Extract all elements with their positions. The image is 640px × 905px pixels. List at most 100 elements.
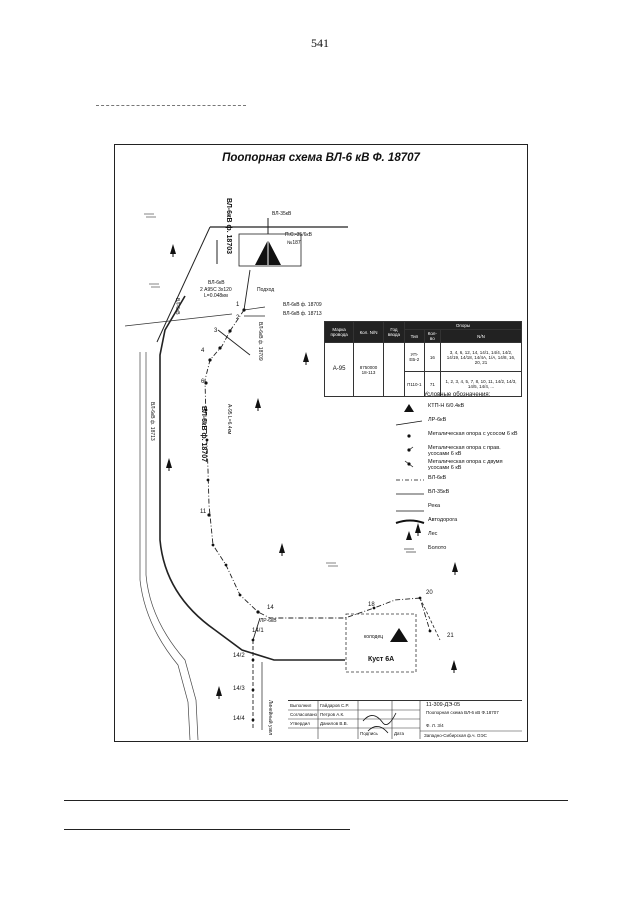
ps-label: П.С.-35/6кВ	[285, 232, 312, 238]
kolodets-label: колодец	[364, 634, 384, 640]
legend: Условные обозначения: КТП-Н 6/0.4кВ ЛР-6…	[392, 392, 522, 558]
a95-label: А-95 L=6.4км	[226, 404, 232, 435]
cell-qty: 16	[423, 342, 442, 372]
vl35-line-diag	[156, 226, 211, 343]
kust-ktp-triangle-icon	[390, 628, 408, 642]
legend-label: ВЛ-35кВ	[428, 489, 450, 495]
legend-item: ВЛ-6кВ	[392, 474, 522, 488]
kust-6a-area	[345, 613, 417, 673]
legend-title: Условные обозначения:	[423, 392, 491, 398]
page-number: 541	[311, 36, 329, 50]
length-label: 2 А95С 3х120	[200, 287, 232, 293]
swamp-marks	[144, 213, 338, 567]
vl4-label: ВЛ-6кВ	[208, 280, 225, 286]
legend-label: Река	[428, 503, 441, 509]
support-3: 3	[214, 328, 218, 334]
forest-icon	[406, 531, 412, 540]
vl35-line-icon	[396, 493, 424, 495]
legend-label: Металическая опора с усосом 6 кВ	[428, 431, 518, 437]
th-nn: N/N	[440, 329, 522, 343]
legend-label: Металическая опора с прав. усосами 6 кВ	[428, 445, 501, 457]
stamp-org: Западно-Сибирская ф.ч. ОЭС	[424, 733, 487, 738]
support-14-1: 14/1	[252, 628, 264, 634]
stamp-grid	[288, 701, 522, 739]
vl-tap-label: ВЛ-6кВ	[174, 298, 180, 315]
th-qty: Кол-во	[423, 329, 442, 343]
vl6-18709-right-label: ВЛ-6кВ ф. 18709	[257, 322, 263, 361]
stamp-name: Данилов В.В.	[320, 721, 348, 726]
vl6-18709-tap-label: ВЛ-6кВ ф. 18709	[283, 302, 322, 308]
support-4: 4	[201, 348, 205, 354]
support-14-2: 14/2	[233, 653, 245, 659]
vl6-18713-tap-label: ВЛ-6кВ ф. 18713	[283, 311, 322, 317]
legend-item: Болото	[392, 544, 522, 558]
vl6-tap-to-substation	[243, 269, 251, 311]
table-row: А-95 8750000 18-113 УП-ЕБ-2 16 3, 4, 6, …	[323, 342, 522, 397]
lp-label: ЛР-6кВ	[260, 618, 277, 624]
cell-count: 8750000 18-113	[353, 342, 384, 397]
metal-support-right-icon	[407, 446, 414, 452]
outer-boundary-line	[145, 352, 199, 741]
stamp-code: 11-309-ДЭ-05	[426, 702, 461, 708]
legend-item: Лес	[392, 530, 522, 544]
cell-qty: 71	[423, 371, 442, 397]
cell-year	[382, 342, 406, 397]
support-6: 6	[201, 379, 205, 385]
legend-item: Автодорога	[392, 516, 522, 530]
bottom-rule-1	[64, 800, 568, 801]
th-brand: Марка провода	[323, 321, 355, 343]
top-dash-mark	[96, 105, 246, 106]
vl6-18707-main-label: ВЛ-6кВ ф. 18707	[200, 406, 207, 462]
forest-icons	[166, 244, 458, 699]
legend-label: КТП-Н 6/0.4кВ	[428, 403, 465, 409]
table-row: П110-1 71 1, 2, 3, 4, 5, 7, 8, 10, 11, 1…	[325, 371, 522, 397]
support-1: 1	[236, 302, 240, 308]
spec-table: Марка провода Кол. N/N Год ввода Опоры Т…	[323, 321, 522, 397]
scheme-frame	[114, 144, 528, 742]
vl6-18703-label: ВЛ-6кВ ф. 18703	[225, 198, 232, 254]
support-14-4: 14/4	[233, 716, 245, 722]
legend-label: Металическая опора с двумя усосами 6 кВ	[428, 459, 503, 471]
legend-item: Река	[392, 502, 522, 516]
support-14-3: 14/3	[233, 686, 245, 692]
support-14: 14	[267, 605, 274, 611]
support-2: 2	[236, 315, 240, 321]
substation-box	[238, 233, 302, 267]
support-18: 18	[368, 602, 375, 608]
cell-nn: 3, 4, 6, 12, 14, 14/1, 14/4, 14/2, 14/19…	[440, 342, 522, 372]
vl35-label: ВЛ-35кВ	[272, 211, 292, 217]
legend-item: Металическая опора с усосом 6 кВ	[392, 430, 522, 444]
legend-label: ЛР-6кВ	[428, 417, 447, 423]
lr-switch-icon	[395, 420, 423, 426]
zone-label: Линейный узел	[267, 700, 273, 736]
vl6-18713-left-label: ВЛ-6кВ ф. 18713	[149, 402, 155, 441]
stamp-role: Согласовано	[290, 712, 318, 717]
stamp-doc-title: Поопорная схема ВЛ-6 кВ Ф.18707	[426, 710, 499, 715]
swamp-icon	[404, 548, 416, 553]
stamp-name: Петров А.К.	[320, 712, 345, 717]
ktp-triangle-icon	[404, 404, 414, 412]
th-type: Тип	[404, 329, 425, 343]
river-icon	[396, 510, 424, 512]
vl6-line-icon	[396, 479, 424, 481]
stamp-label: Подпись	[360, 731, 378, 736]
th-count: Кол. N/N	[353, 321, 384, 343]
cell-brand: А-95	[323, 342, 355, 397]
signature-scribble	[362, 712, 397, 726]
support-markers	[204, 308, 432, 722]
metal-support-double-icon	[404, 460, 414, 468]
legend-label: Болото	[428, 545, 447, 551]
ps-number: №187	[287, 240, 301, 246]
stamp-role: Выполнил	[290, 703, 312, 708]
legend-item: ВЛ-35кВ	[392, 488, 522, 502]
legend-label: Лес	[428, 531, 438, 537]
stamp-name: Гайдаров С.Р.	[320, 703, 349, 708]
th-year: Год ввода	[382, 321, 406, 343]
length2-label: L=0.048км	[204, 293, 228, 299]
podhod-label: Подход	[257, 287, 275, 293]
cell-nn: 1, 2, 3, 4, 5, 7, 8, 10, 11, 14/2, 14/3,…	[440, 371, 522, 397]
road-icon	[395, 519, 425, 524]
legend-item: Металическая опора с двумя усосами 6 кВ	[392, 458, 522, 474]
stamp-label: Дата	[394, 731, 404, 736]
